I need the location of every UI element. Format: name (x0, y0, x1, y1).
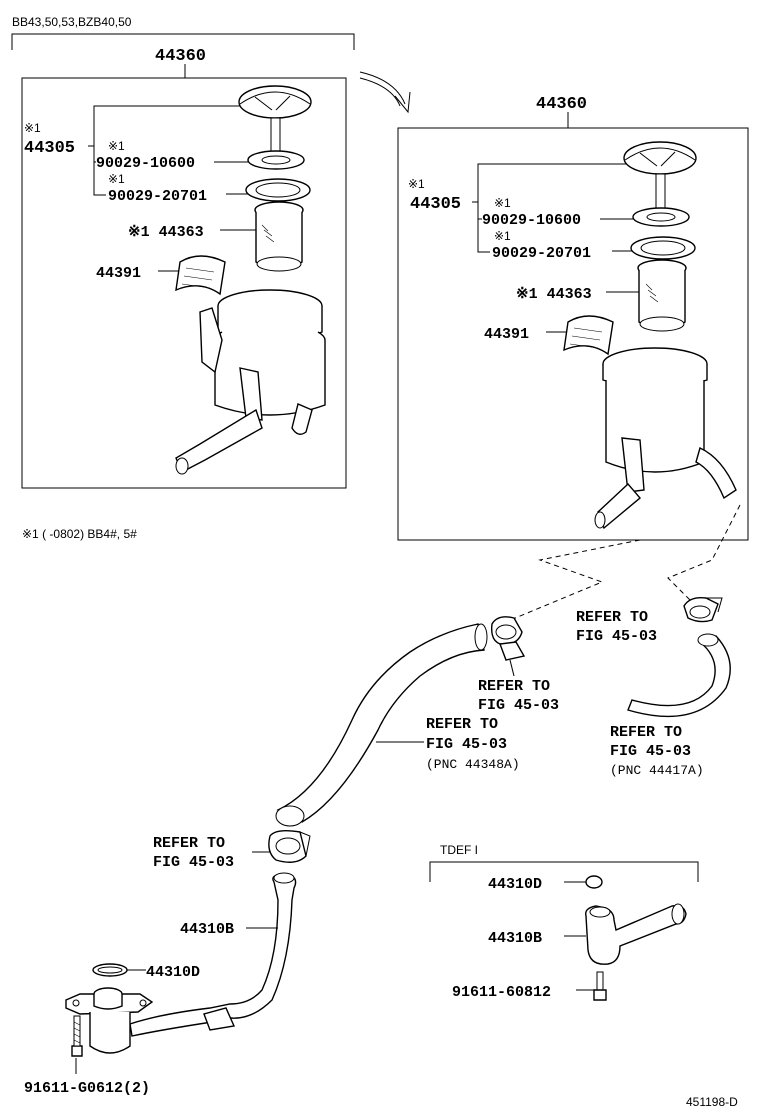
left-gasket-large[interactable] (245, 178, 311, 202)
lower-oring-number[interactable]: 44310D (146, 964, 200, 981)
right-gasket-small[interactable] (632, 207, 690, 227)
right-sub-assembly-number[interactable]: 44305 (410, 195, 461, 214)
left-strainer[interactable] (254, 201, 304, 272)
lower-bolt-number[interactable]: 91611-G0612(2) (24, 1080, 150, 1097)
lower-hose-clamp[interactable] (268, 829, 311, 863)
right-reservoir-body[interactable] (594, 347, 737, 530)
lower-suction-pipe[interactable] (129, 872, 297, 1037)
ref-hose-right-line1: REFER TO (610, 724, 682, 741)
right-assembly-frame (397, 127, 749, 541)
lower-bolt[interactable] (71, 1015, 83, 1057)
left-reservoir-body[interactable] (175, 289, 326, 475)
tdef-bracket (429, 861, 699, 882)
right-caution-label[interactable] (563, 315, 614, 356)
lower-oring[interactable] (92, 963, 128, 977)
ref-hose-mid-line1: REFER TO (426, 716, 498, 733)
right-return-hose[interactable] (627, 633, 731, 718)
tdef-oring-number[interactable]: 44310D (488, 876, 542, 893)
right-strainer-number[interactable]: ※1 44363 (516, 286, 592, 303)
ref-clamp-right-line2: FIG 45-03 (576, 628, 657, 645)
main-suction-hose[interactable] (275, 623, 488, 827)
right-gasket-large[interactable] (630, 236, 696, 260)
left-assembly-frame (21, 77, 347, 489)
diagram-id: 451198-D (686, 1095, 738, 1109)
ref-hose-mid-line2: FIG 45-03 (426, 736, 507, 753)
right-bracket-top (472, 163, 628, 203)
right-sub-mark: ※1 (408, 177, 425, 191)
right-label-number[interactable]: 44391 (484, 326, 529, 343)
applicability-bracket (11, 33, 355, 50)
applicability-note: BB43,50,53,BZB40,50 (12, 15, 132, 29)
right-gasket2-number[interactable]: 90029-20701 (492, 245, 591, 262)
ref-hose-right-line3: (PNC 44417A) (610, 763, 704, 778)
left-sub-assembly-number[interactable]: 44305 (24, 139, 75, 158)
right-strainer[interactable] (637, 259, 687, 332)
ref-clamp-low-line2: FIG 45-03 (153, 854, 234, 871)
ref-hose-mid-line3: (PNC 44348A) (426, 757, 520, 772)
dashed-connection-right (667, 504, 741, 605)
tdef-heading: TDEF I (440, 843, 478, 857)
ref-clamp-mid-line1: REFER TO (478, 678, 550, 695)
left-label-number[interactable]: 44391 (96, 265, 141, 282)
left-sub-mark: ※1 (24, 121, 41, 135)
ref-clamp-mid-line2: FIG 45-03 (478, 697, 559, 714)
left-gasket1-mark: ※1 (108, 139, 125, 153)
left-assembly-number[interactable]: 44360 (155, 47, 206, 66)
ref-clamp-right-line1: REFER TO (576, 609, 648, 626)
left-caution-label[interactable] (175, 255, 226, 296)
left-strainer-number[interactable]: ※1 44363 (128, 224, 204, 241)
tdef-elbow-pipe[interactable] (585, 903, 687, 965)
left-gasket-small[interactable] (247, 150, 305, 170)
dashed-connection-left (495, 539, 641, 627)
middle-hose-clamp[interactable] (490, 616, 526, 661)
transition-arrow (359, 71, 411, 114)
tdef-pipe-number[interactable]: 44310B (488, 930, 542, 947)
tdef-oring[interactable] (585, 875, 603, 889)
lower-pipe-number[interactable]: 44310B (180, 921, 234, 938)
ref-clamp-low-line1: REFER TO (153, 835, 225, 852)
right-gasket1-number[interactable]: 90029-10600 (482, 212, 581, 229)
right-assembly-number[interactable]: 44360 (536, 95, 587, 114)
tdef-bolt-number[interactable]: 91611-60812 (452, 984, 551, 1001)
tdef-bolt[interactable] (593, 971, 607, 1001)
left-bracket-top (88, 105, 240, 147)
left-gasket2-number[interactable]: 90029-20701 (108, 188, 207, 205)
right-hose-clamp[interactable] (683, 596, 723, 623)
left-gasket1-number[interactable]: 90029-10600 (96, 155, 195, 172)
footnote: ※1 ( -0802) BB4#, 5# (22, 527, 137, 541)
left-gasket2-mark: ※1 (108, 172, 125, 186)
right-gasket2-mark: ※1 (494, 229, 511, 243)
right-gasket1-mark: ※1 (494, 196, 511, 210)
lower-flange-fitting[interactable] (65, 987, 154, 1054)
ref-hose-right-line2: FIG 45-03 (610, 743, 691, 760)
right-reservoir-cap[interactable] (623, 141, 697, 213)
left-reservoir-cap[interactable] (238, 85, 312, 157)
